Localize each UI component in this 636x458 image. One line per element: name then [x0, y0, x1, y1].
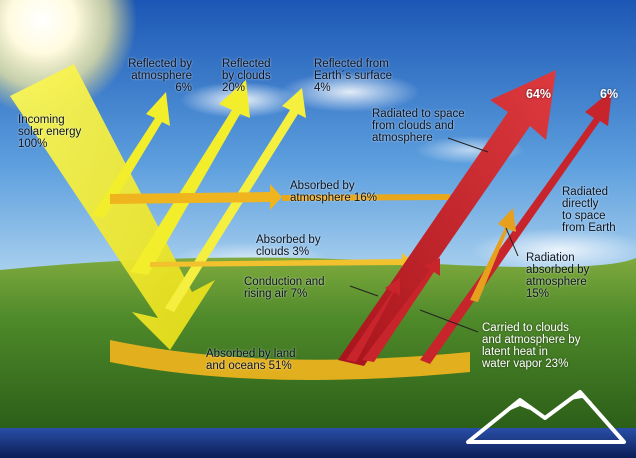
absorbed-atmosphere-arrow — [110, 184, 282, 210]
carried-latent-arrow — [362, 258, 440, 362]
absorbed-land-band — [110, 340, 470, 380]
label-pct-64: 64% — [526, 87, 552, 101]
reflected-atmosphere-arrow — [92, 92, 170, 218]
conduction-arrow — [346, 278, 400, 362]
leader-radiation-absorbed — [505, 227, 519, 257]
label-reflected-surface: Reflected from Earth´s surface 4% — [314, 58, 392, 94]
leader-conduction — [349, 285, 379, 297]
label-radiated-clouds: Radiated to space from clouds and atmosp… — [372, 108, 465, 144]
mountain-logo — [466, 390, 626, 444]
label-incoming: Incoming solar energy 100% — [18, 114, 82, 150]
radiation-absorbed-arrow — [470, 208, 516, 302]
label-radiated-direct: Radiated directly to space from Earth — [562, 186, 616, 234]
leader-radiated-clouds — [447, 137, 489, 153]
label-conduction: Conduction and rising air 7% — [244, 276, 325, 300]
radiated-direct-arrow — [420, 90, 612, 364]
absorbed-clouds-arrow — [150, 253, 414, 270]
reflected-clouds-arrow — [130, 80, 250, 275]
label-carried: Carried to clouds and atmosphere by late… — [482, 322, 581, 370]
leader-carried — [419, 309, 479, 333]
label-reflected-clouds: Reflected by clouds 20% — [222, 58, 271, 94]
absorbed-atmosphere-line — [282, 194, 450, 201]
label-radiation-absorbed: Radiation absorbed by atmosphere 15% — [526, 252, 590, 300]
label-absorbed-atmosphere: Absorbed by atmosphere 16% — [290, 180, 377, 204]
label-pct-6: 6% — [600, 87, 619, 101]
cloud — [280, 72, 420, 112]
label-absorbed-clouds: Absorbed by clouds 3% — [256, 234, 321, 258]
incoming-solar-arrow — [10, 64, 215, 350]
label-reflected-atmosphere: Reflected by atmosphere 6% — [128, 58, 192, 94]
label-absorbed-land: Absorbed by land and oceans 51% — [206, 348, 296, 372]
